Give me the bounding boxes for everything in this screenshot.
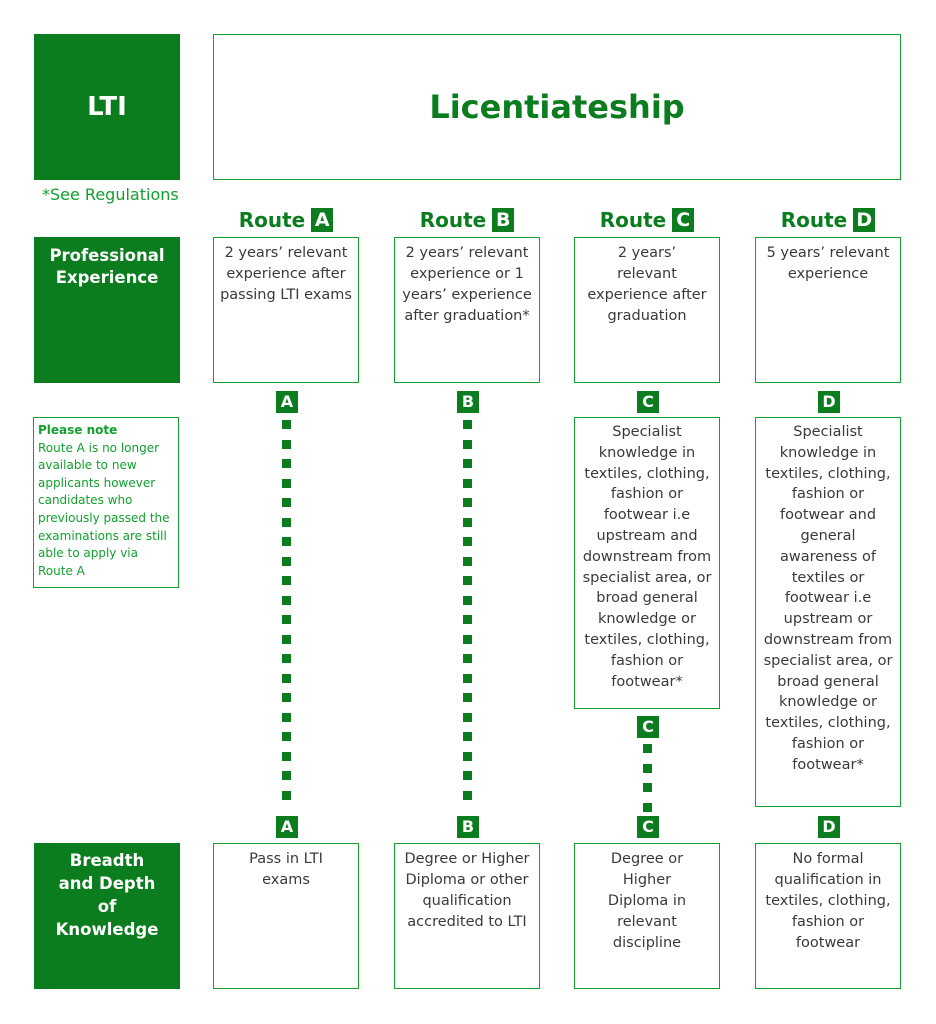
route-badge-a-bottom: A: [276, 816, 298, 838]
route-badge-a-top: A: [276, 391, 298, 413]
breadth-depth-label: Breadth and Depth of Knowledge: [34, 843, 180, 989]
route-badge-d-bottom: D: [818, 816, 840, 838]
dotted-connector-b: [463, 420, 472, 810]
route-heading-a: Route A: [213, 206, 359, 234]
route-badge-c-top: C: [637, 391, 659, 413]
route-word: Route: [419, 208, 487, 232]
route-word: Route: [599, 208, 667, 232]
route-letter: B: [492, 208, 515, 232]
dotted-connector-a: [282, 420, 291, 810]
route-badge-b-bottom: B: [457, 816, 479, 838]
professional-experience-label: Professional Experience: [34, 237, 180, 383]
specialist-box-d: Specialist knowledge in textiles, clothi…: [755, 417, 901, 807]
experience-box-b: 2 years’ relevant experience or 1 years’…: [394, 237, 540, 383]
dotted-connector-c: [643, 744, 652, 822]
see-regulations-note: *See Regulations: [42, 185, 179, 204]
route-badge-c-bottom: C: [637, 816, 659, 838]
note-text: Route A is no longer available to new ap…: [38, 440, 170, 578]
lti-label: LTI: [87, 92, 127, 122]
qualification-box-c: Degree or Higher Diploma in relevant dis…: [574, 843, 720, 989]
route-word: Route: [780, 208, 848, 232]
route-letter: D: [853, 208, 876, 232]
row-label: Professional Experience: [49, 246, 165, 287]
experience-box-a: 2 years’ relevant experience after passi…: [213, 237, 359, 383]
qualification-box-a: Pass in LTI exams: [213, 843, 359, 989]
route-badge-b-top: B: [457, 391, 479, 413]
title-box: Licentiateship: [213, 34, 901, 180]
route-letter: A: [311, 208, 334, 232]
please-note-box: Please note Route A is no longer availab…: [33, 417, 179, 588]
note-heading: Please note: [38, 423, 118, 437]
qualification-box-b: Degree or Higher Diploma or other qualif…: [394, 843, 540, 989]
page-title: Licentiateship: [429, 88, 685, 126]
experience-box-c: 2 years’ relevant experience after gradu…: [574, 237, 720, 383]
route-badge-d-top: D: [818, 391, 840, 413]
route-heading-b: Route B: [394, 206, 540, 234]
experience-box-d: 5 years’ relevant experience: [755, 237, 901, 383]
route-letter: C: [672, 208, 695, 232]
lti-label-box: LTI: [34, 34, 180, 180]
route-badge-c-mid: C: [637, 716, 659, 738]
qualification-box-d: No formal qualification in textiles, clo…: [755, 843, 901, 989]
route-heading-c: Route C: [574, 206, 720, 234]
route-heading-d: Route D: [755, 206, 901, 234]
row-label: Breadth and Depth of Knowledge: [55, 851, 159, 939]
route-word: Route: [238, 208, 306, 232]
specialist-box-c: Specialist knowledge in textiles, clothi…: [574, 417, 720, 709]
